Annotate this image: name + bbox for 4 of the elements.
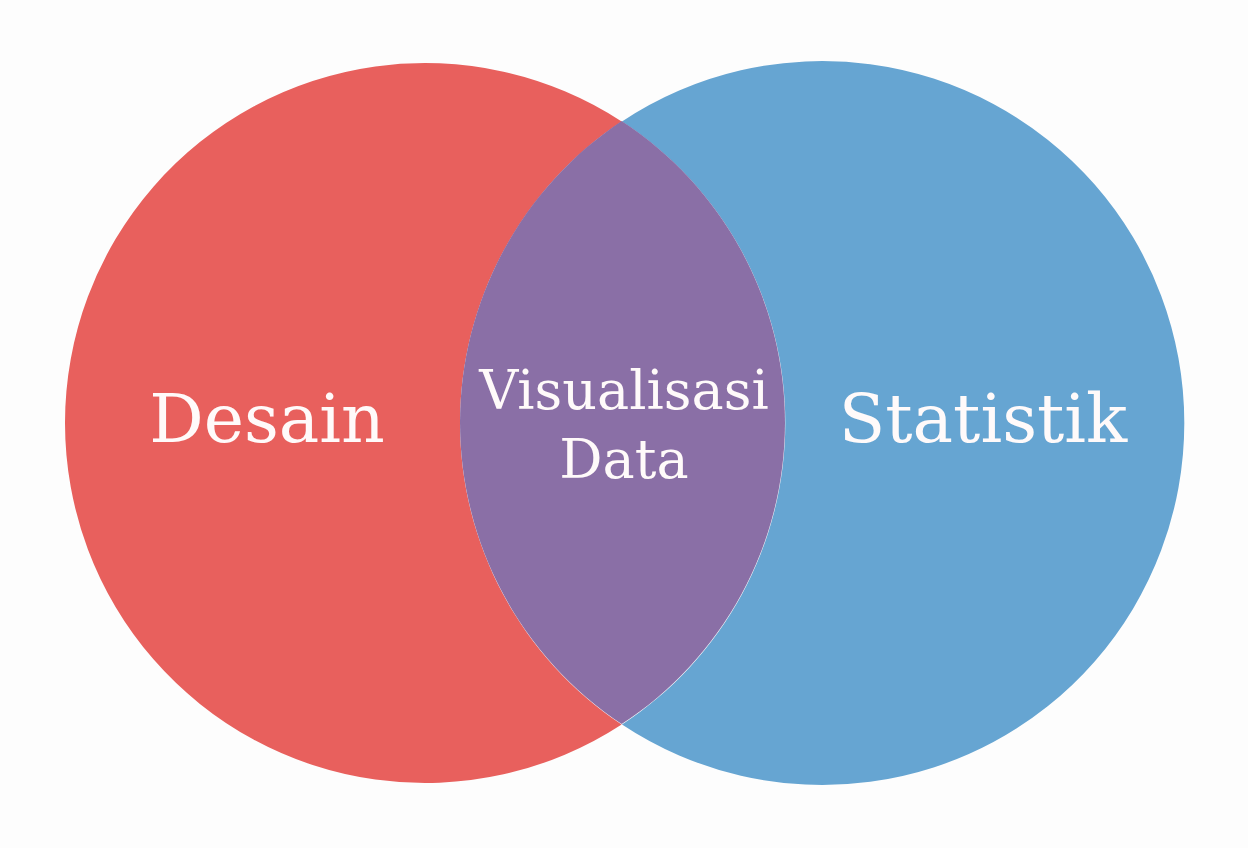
region-label: Desain: [148, 378, 386, 461]
region-label: Visualisasi Data: [477, 357, 770, 493]
overlap-region: [460, 121, 785, 725]
region-label: Statistik: [837, 378, 1129, 461]
